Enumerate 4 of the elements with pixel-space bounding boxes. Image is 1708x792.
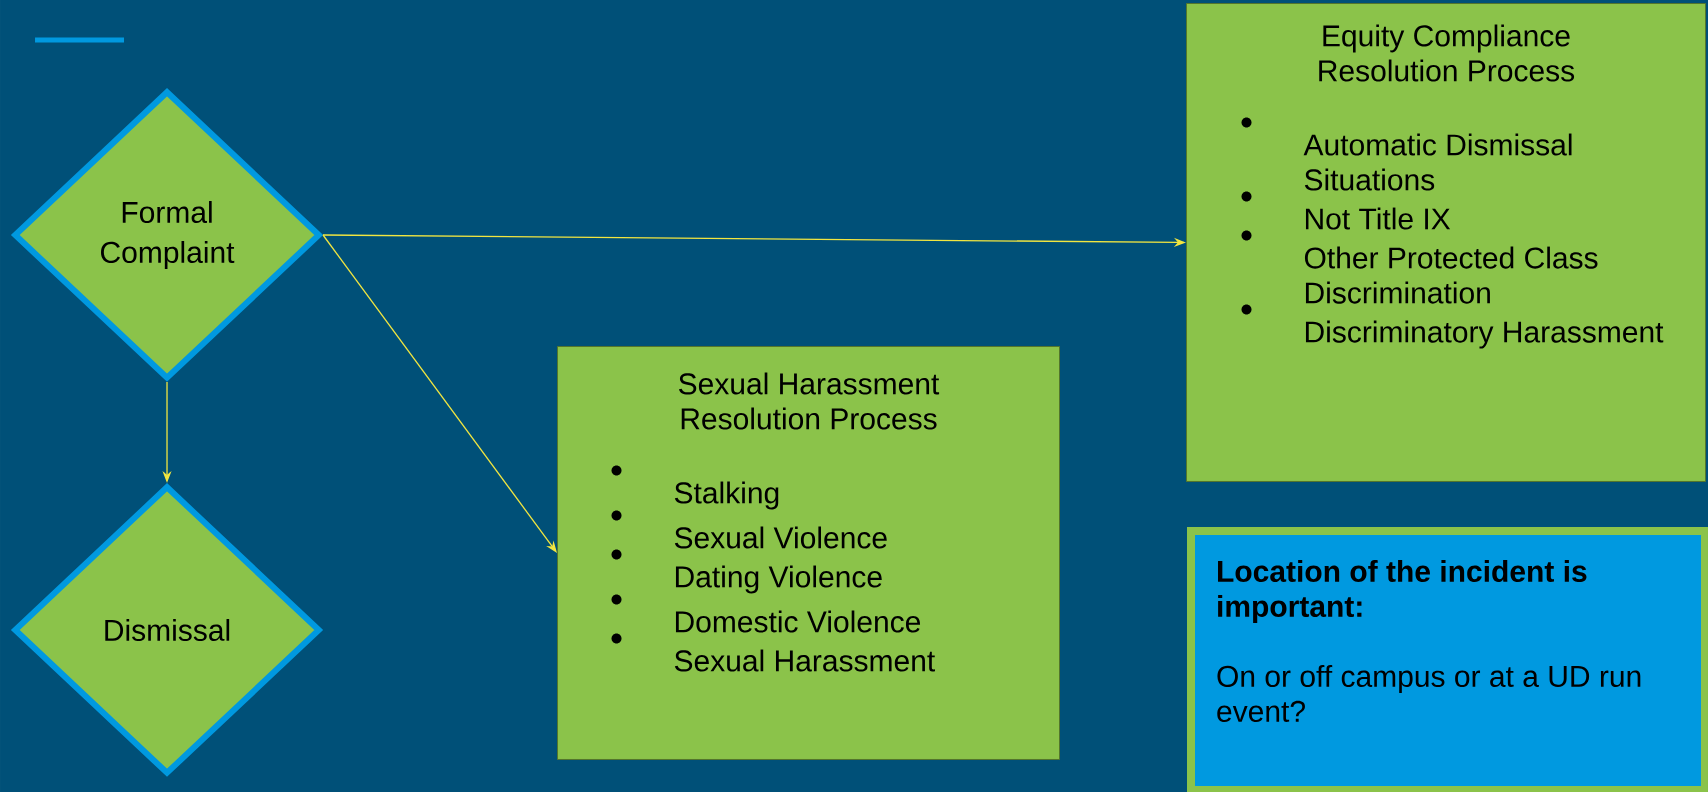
note-box: Location of the incident is important: On or off campus or at a UD run event? xyxy=(1187,527,1708,792)
arrow xyxy=(322,234,557,553)
process-box: Equity Compliance Resolution Process Automatic Dismissal Situations Not Title IX Other Protected Class Discrimination Discriminatory Harassment xyxy=(1186,3,1706,482)
process-box: Sexual Harassment Resolution Process Stalking Sexual Violence Dating Violence Domestic Violence Sexual Harassment xyxy=(557,346,1060,760)
